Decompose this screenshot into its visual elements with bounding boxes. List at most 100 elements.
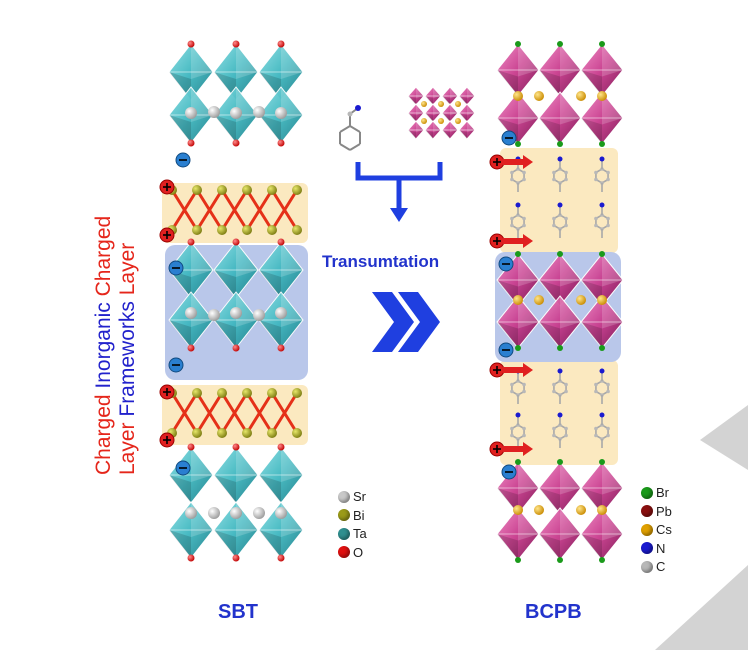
br-atom xyxy=(557,345,563,351)
minus-charge-icon xyxy=(501,464,517,480)
mini-octahedron xyxy=(441,103,459,123)
o-atom xyxy=(232,139,240,147)
down-arrow-icon xyxy=(355,162,443,222)
bi-atom xyxy=(217,185,227,195)
minus-charge-icon xyxy=(175,460,191,476)
mini-octahedron xyxy=(407,120,425,140)
legend-swatch xyxy=(641,505,653,517)
mini-octahedron xyxy=(424,103,442,123)
benzyl-molecule xyxy=(552,156,568,192)
benzyl-molecule xyxy=(552,368,568,404)
br-atom xyxy=(599,251,605,257)
ta-octahedron xyxy=(258,43,304,101)
sr-atom xyxy=(208,106,220,118)
o-atom xyxy=(277,40,285,48)
cs-atom xyxy=(513,505,523,515)
cs-atom xyxy=(597,91,607,101)
legend-label: C xyxy=(656,559,666,574)
sr-atom xyxy=(253,507,265,519)
cs-atom xyxy=(597,295,607,305)
plus-charge-icon xyxy=(489,441,505,457)
o-atom xyxy=(277,344,285,352)
legend-swatch xyxy=(641,542,653,554)
mini-octahedron xyxy=(458,120,476,140)
sr-atom xyxy=(253,106,265,118)
plus-charge-icon xyxy=(159,384,175,400)
ta-octahedron xyxy=(168,43,214,101)
plus-charge-icon xyxy=(159,179,175,195)
benzyl-molecule xyxy=(552,412,568,448)
sr-atom xyxy=(230,307,242,319)
bi-atom xyxy=(192,185,202,195)
bi-atom xyxy=(267,225,277,235)
sr-atom xyxy=(185,107,197,119)
bi-atom xyxy=(267,185,277,195)
legend-swatch xyxy=(338,490,350,503)
bi-atom xyxy=(192,428,202,438)
right-arrow-icon xyxy=(503,155,533,169)
sr-atom xyxy=(253,309,265,321)
minus-charge-icon xyxy=(498,342,514,358)
br-atom xyxy=(557,41,563,47)
legend-label: Cs xyxy=(656,522,672,537)
bi-atom xyxy=(292,185,302,195)
pb-octahedron xyxy=(496,507,540,561)
cs-atom xyxy=(576,295,586,305)
br-atom xyxy=(599,41,605,47)
transmutation-label: Transumtation xyxy=(322,252,440,271)
pb-octahedron xyxy=(538,461,582,515)
cs-atom xyxy=(513,91,523,101)
legend-item-bi: Bi xyxy=(338,508,365,523)
legend-item-ta: Ta xyxy=(338,526,367,541)
pb-octahedron xyxy=(538,91,582,145)
plus-charge-icon xyxy=(159,432,175,448)
minus-charge-icon xyxy=(168,357,184,373)
legend-label: N xyxy=(656,540,666,556)
plus-charge-icon xyxy=(489,233,505,249)
bi-atom xyxy=(242,388,252,398)
bi-atom xyxy=(192,388,202,398)
br-atom xyxy=(557,141,563,147)
bcpb-label: BCPB xyxy=(525,601,582,623)
mini-octahedron xyxy=(441,120,459,140)
bi-atom xyxy=(217,388,227,398)
mini-octahedron xyxy=(424,120,442,140)
pb-octahedron xyxy=(538,507,582,561)
pb-octahedron xyxy=(496,43,540,97)
sbt-charge-markers xyxy=(159,152,191,476)
br-atom xyxy=(515,345,521,351)
sr-atom xyxy=(208,309,220,321)
legend-label: Pb xyxy=(656,503,672,519)
legend-label: O xyxy=(353,544,364,560)
double-chevron-right-icon xyxy=(372,292,440,352)
legend-item-br: Br xyxy=(641,485,669,500)
o-atom xyxy=(232,554,240,562)
ta-octahedron xyxy=(168,446,214,504)
legend-item-c: C xyxy=(641,559,665,574)
minus-charge-icon xyxy=(175,152,191,168)
pb-octahedron xyxy=(580,91,624,145)
mini-octahedron xyxy=(458,86,476,106)
legend-swatch xyxy=(641,523,653,536)
pb-octahedron xyxy=(580,253,624,307)
pb-octahedron xyxy=(538,253,582,307)
molecule-icon xyxy=(339,105,361,151)
o-atom xyxy=(277,443,285,451)
pb-octahedron xyxy=(538,43,582,97)
plus-charge-icon xyxy=(159,227,175,243)
sr-atom xyxy=(230,507,242,519)
ta-octahedron xyxy=(258,446,304,504)
legend-label: Sr xyxy=(353,489,366,504)
br-atom xyxy=(515,557,521,563)
bi-atom xyxy=(292,225,302,235)
br-atom xyxy=(557,459,563,465)
legend-swatch xyxy=(338,527,350,540)
legend-item-cs: Cs xyxy=(641,522,672,537)
sr-atom xyxy=(275,107,287,119)
br-atom xyxy=(515,141,521,147)
bi-atom xyxy=(267,428,277,438)
legend-swatch xyxy=(641,560,653,573)
decorative-swoosh-bottom xyxy=(655,565,748,650)
plus-charge-icon xyxy=(489,362,505,378)
